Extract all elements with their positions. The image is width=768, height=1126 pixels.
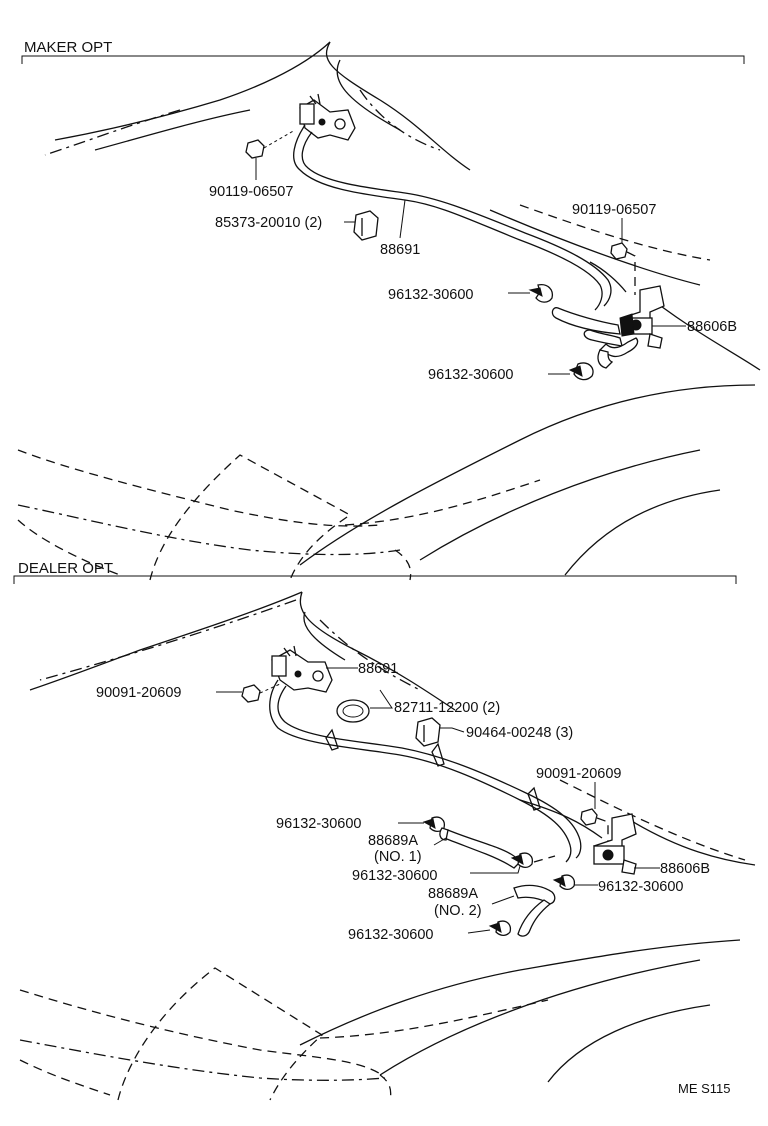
maker-valve: [619, 285, 686, 349]
dealer-clamp-c: [552, 874, 598, 891]
maker-label-bolt-right: 90119-06507: [572, 202, 656, 218]
maker-release-cable: [293, 124, 627, 311]
maker-section-title: MAKER OPT: [24, 39, 112, 56]
maker-section-frame: [21, 55, 745, 64]
dealer-label-band: 82711-12200 (2): [394, 700, 500, 716]
dealer-label-cable: 88691: [358, 661, 398, 677]
maker-cable-leader: [399, 199, 406, 239]
dealer-clamp-d: [467, 920, 512, 937]
dealer-label-clamp-a: 96132-30600: [276, 816, 361, 832]
dealer-label-valve: 88606B: [660, 861, 710, 877]
dealer-valve: [593, 813, 660, 875]
maker-opt-section: MAKER OPT: [17, 39, 761, 581]
dealer-label-clip: 90464-00248 (3): [466, 725, 573, 741]
dealer-section-title: DEALER OPT: [18, 560, 113, 577]
maker-label-bolt-left: 90119-06507: [209, 184, 293, 200]
maker-bolt-right: [610, 218, 636, 295]
dealer-label-hose2-num: 88689A: [428, 886, 478, 902]
maker-label-clamp-lower: 96132-30600: [428, 367, 513, 383]
dealer-car-body-outline: [19, 591, 756, 1101]
dealer-clamp-b: [470, 852, 556, 874]
maker-label-cable: 88691: [380, 242, 420, 258]
dealer-label-hose2-sub: (NO. 2): [434, 903, 482, 919]
dealer-label-bolt-right: 90091-20609: [536, 766, 621, 782]
maker-label-clip: 85373-20010 (2): [215, 215, 322, 231]
maker-clip: [344, 210, 379, 241]
dealer-label-hose1-sub: (NO. 1): [374, 849, 422, 865]
dealer-section-frame: [13, 575, 737, 584]
dealer-bolt-left: [216, 683, 281, 703]
dealer-label-clamp-d: 96132-30600: [348, 927, 433, 943]
dealer-hood-latch: [271, 645, 358, 693]
maker-hood-latch: [299, 93, 356, 141]
dealer-opt-section: DEALER OPT: [13, 560, 756, 1101]
maker-label-valve: 88606B: [687, 319, 737, 335]
dealer-hose-1: [433, 827, 521, 869]
maker-clamp-upper: [508, 284, 554, 303]
maker-label-clamp-upper: 96132-30600: [388, 287, 473, 303]
dealer-clamp-a: [398, 816, 446, 833]
dealer-label-hose1-num: 88689A: [368, 833, 418, 849]
maker-clamp-lower: [548, 362, 594, 381]
diagram-code: ME S115: [678, 1081, 731, 1096]
dealer-label-clamp-c: 96132-30600: [598, 879, 683, 895]
dealer-hose-2: [491, 884, 556, 937]
maker-car-body-outline: [17, 41, 761, 581]
dealer-bolt-right: [580, 782, 609, 852]
dealer-label-clamp-b: 96132-30600: [352, 868, 437, 884]
dealer-band: [336, 689, 393, 723]
maker-bolt-left: [245, 129, 296, 180]
dealer-release-cable: [269, 679, 603, 863]
maker-hoses: [551, 307, 639, 369]
dealer-label-bolt-left: 90091-20609: [96, 685, 181, 701]
dealer-clip: [415, 717, 465, 747]
